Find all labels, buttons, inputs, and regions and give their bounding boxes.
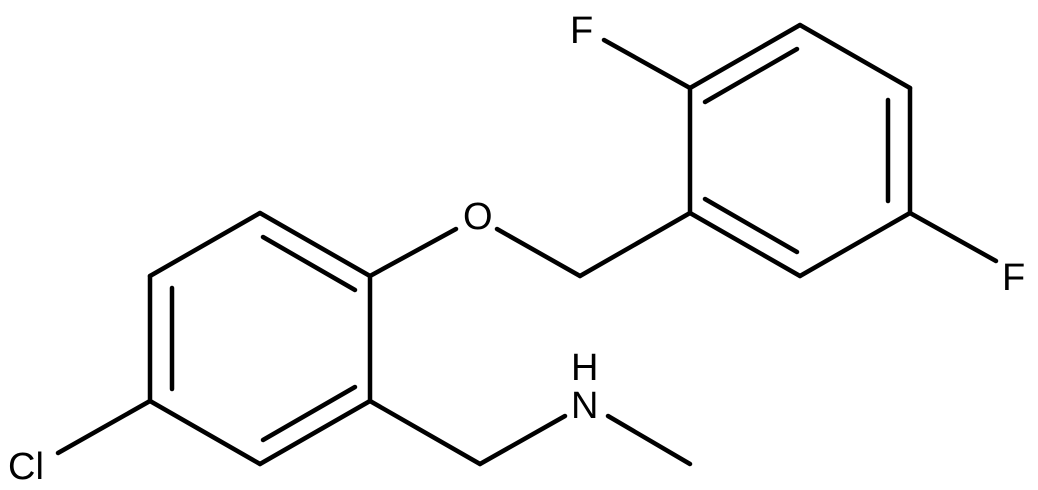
- bond: [797, 210, 913, 279]
- bond-c-f-right: [907, 210, 999, 264]
- bond-ring-ch2-amine: [367, 398, 483, 467]
- bond: [702, 46, 800, 105]
- bond: [260, 234, 358, 293]
- chlorine-atom-label: Cl: [8, 446, 44, 488]
- bond: [260, 384, 358, 443]
- fluorine-atom-label: F: [570, 10, 593, 52]
- bond: [687, 22, 803, 91]
- bond-ring-ch2: [577, 210, 693, 279]
- chlorophenyl-ring: [147, 210, 373, 467]
- nitrogen-atom-label: N: [571, 385, 598, 427]
- bond: [797, 22, 913, 91]
- bond: [147, 398, 263, 467]
- hydrogen-atom-label: H: [571, 347, 598, 389]
- bond: [257, 398, 373, 467]
- bond-n-ch3: [605, 413, 693, 467]
- bond-c-f-top: [601, 37, 693, 91]
- bond-ch2-o: [494, 226, 583, 279]
- bond-o-ring: [367, 226, 459, 279]
- bond: [702, 196, 800, 255]
- bond: [257, 210, 373, 279]
- bond-c-cl: [55, 398, 153, 456]
- oxygen-atom-label: O: [463, 196, 493, 238]
- bond: [687, 210, 803, 279]
- difluorophenyl-ring: [687, 22, 913, 279]
- bond-ch2-n: [477, 413, 568, 467]
- bond: [147, 210, 263, 279]
- fluorine-atom-label: F: [1002, 257, 1025, 299]
